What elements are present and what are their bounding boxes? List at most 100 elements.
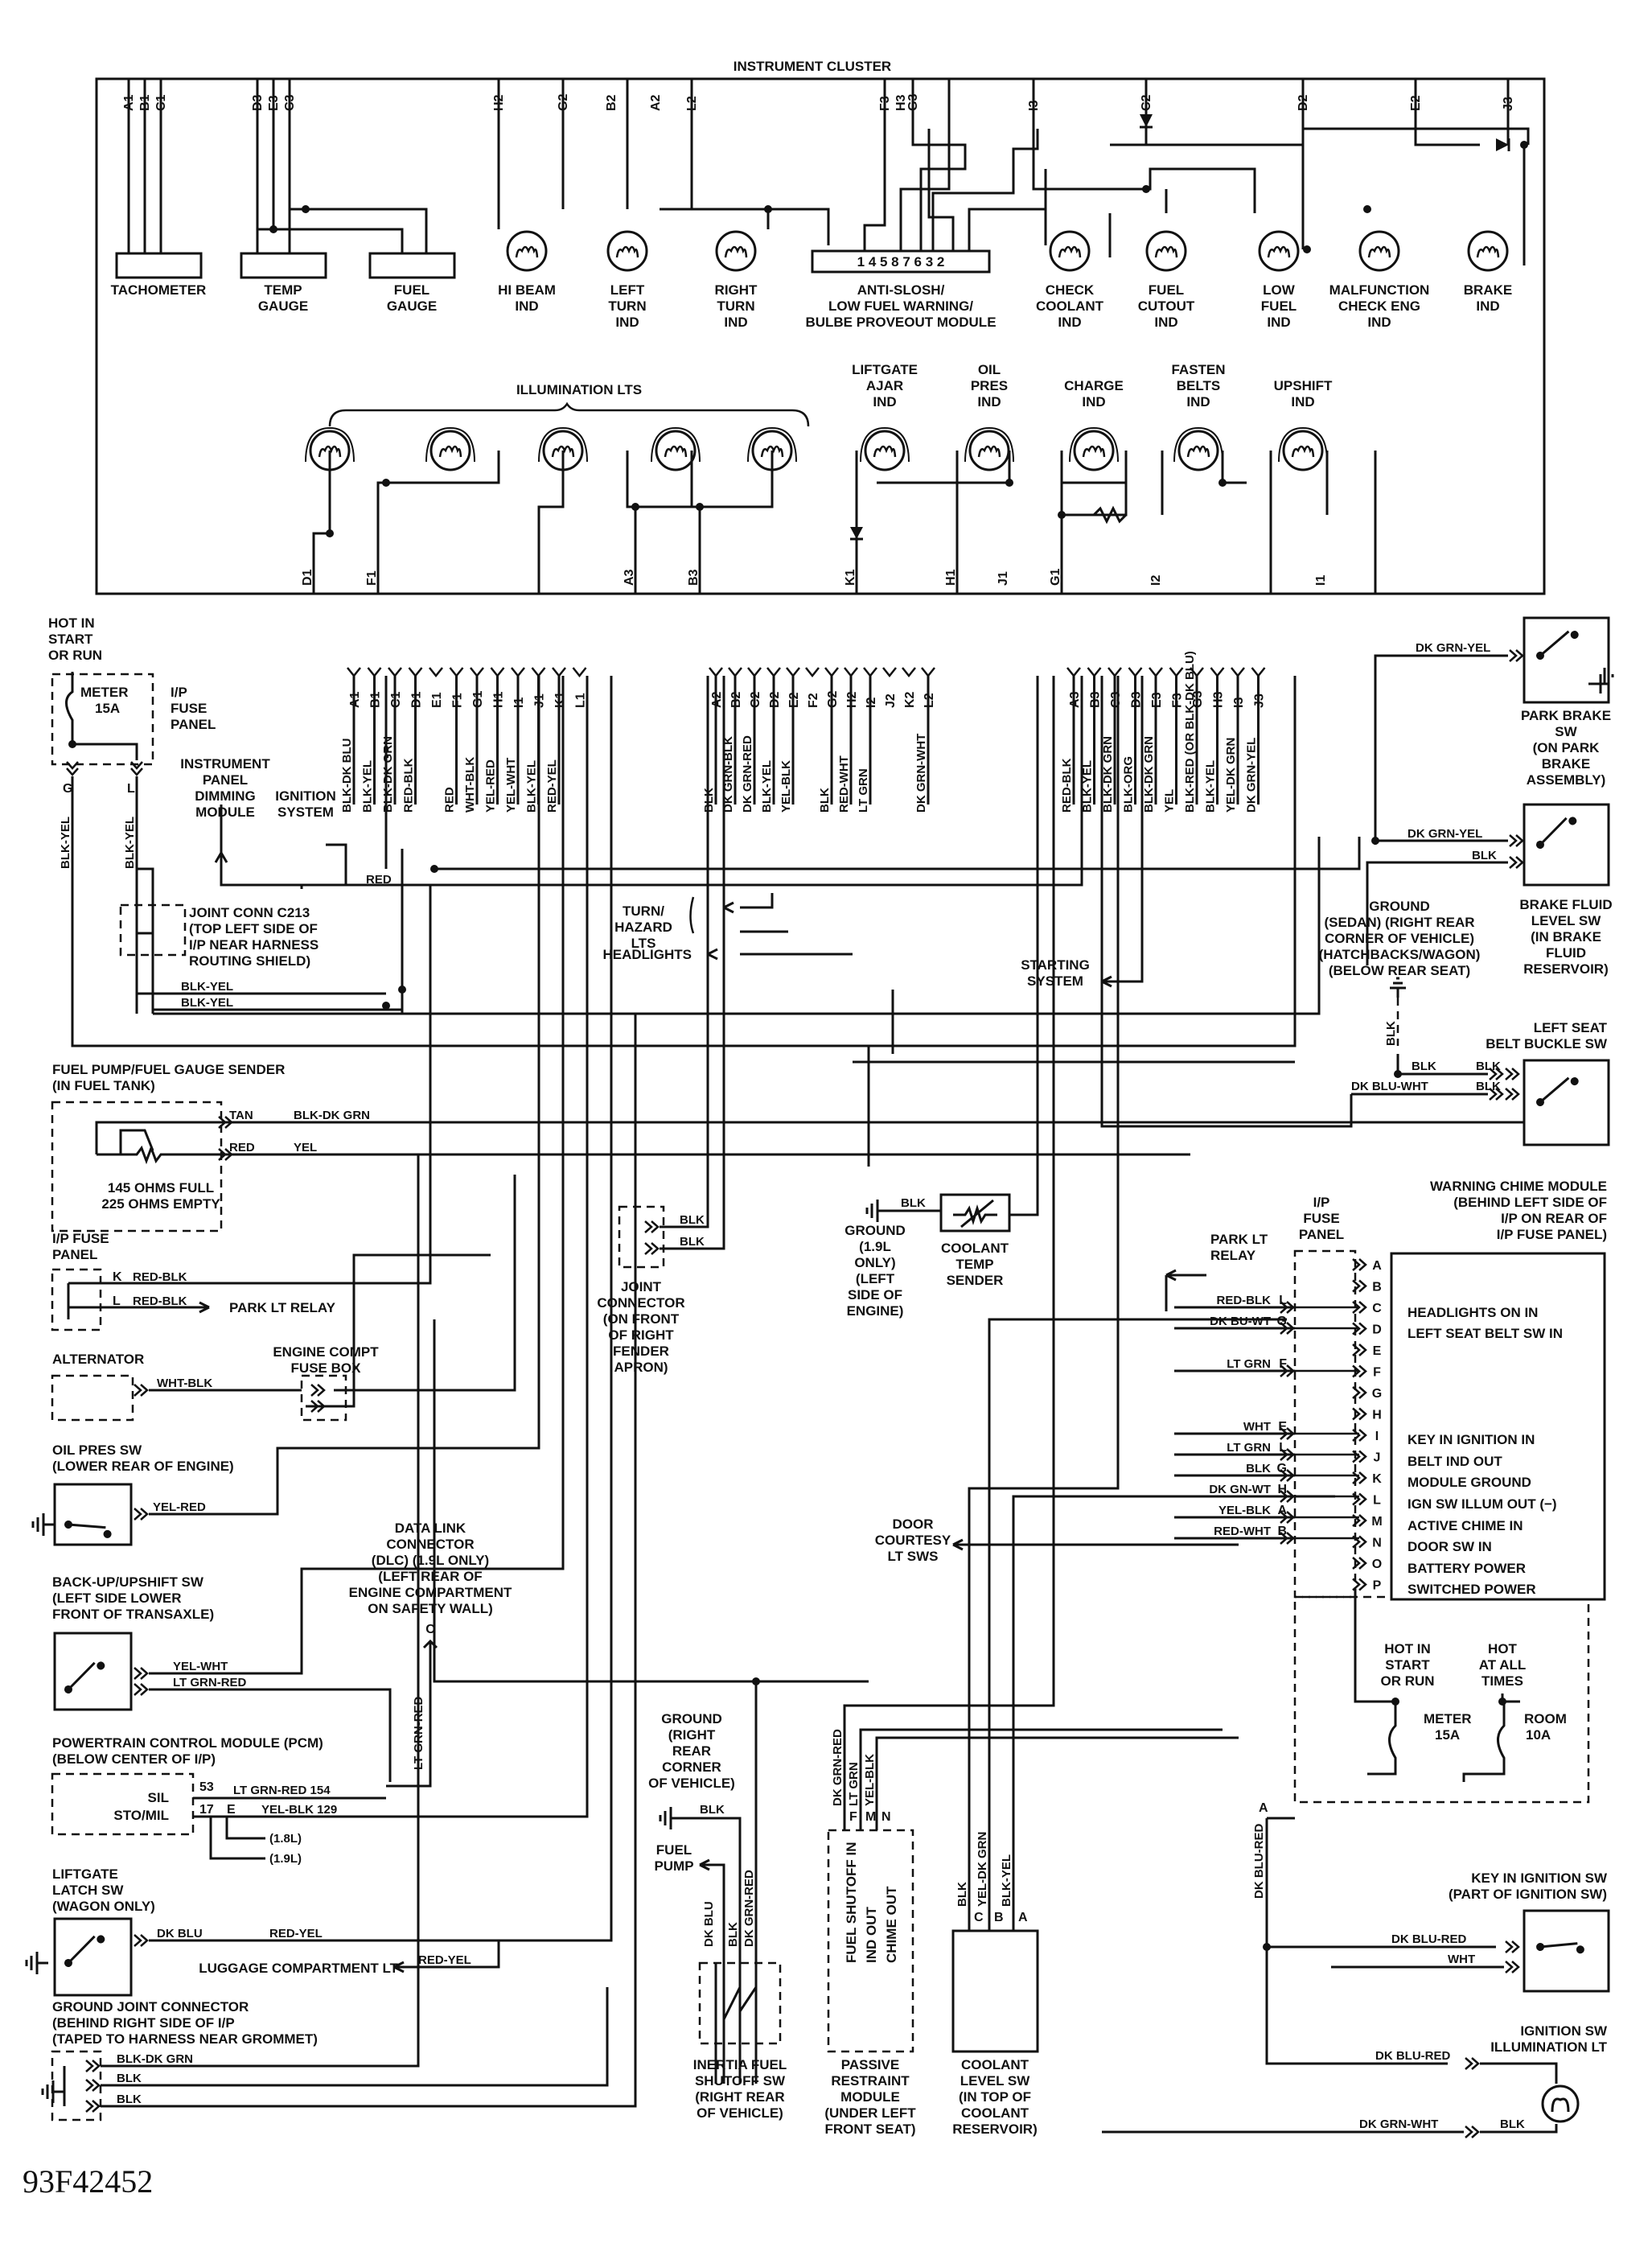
temp-gauge-label-2: GAUGE — [258, 298, 308, 314]
lower-indicator-label: IND — [1082, 394, 1105, 409]
lower-indicator-label: AJAR — [866, 378, 903, 393]
cl-title-5: RESERVOIR) — [952, 2121, 1038, 2137]
gjc-1: GROUND JOINT CONNECTOR — [52, 1999, 249, 2014]
upper-indicator-labels: HI BEAMINDLEFTTURNINDRIGHTTURNINDCHECKCO… — [498, 282, 1512, 330]
harness-group3-wire-label: BLK-ORG — [1122, 756, 1136, 813]
key-sw-2: (PART OF IGNITION SW) — [1449, 1887, 1607, 1902]
ip-fuse2-box — [51, 1268, 102, 1331]
harness-group2-connector — [747, 667, 762, 678]
chime-wire-pin: A — [1277, 1504, 1287, 1517]
harness-group1-wire-label: YEL-RED — [484, 759, 498, 813]
cluster-title: INSTRUMENT CLUSTER — [734, 59, 891, 74]
coolant-level-sw-box — [951, 1929, 1039, 2053]
pcm-box — [51, 1772, 195, 1836]
pcm-wire-1: LT GRN-RED 154 — [233, 1784, 331, 1797]
lower-indicator-label: OIL — [978, 362, 1001, 377]
park-brake-2: SW — [1555, 724, 1577, 739]
key-sw-wire-2: WHT — [1448, 1953, 1475, 1966]
harness-group1-wire-label: YEL-WHT — [504, 758, 518, 813]
figure-id: 93F42452 — [23, 2163, 153, 2200]
chime-letter: D — [1372, 1323, 1382, 1337]
pcm-note-1: (1.8L) — [269, 1832, 302, 1846]
cl-pin-a: A — [1018, 1911, 1028, 1924]
harness-group1-connector — [552, 667, 566, 678]
ip-fuse-panel-box — [51, 673, 154, 766]
pr-inner-2: IND OUT — [864, 1907, 879, 1964]
indicator-bulb-icon — [1467, 230, 1509, 272]
joint-conn-c213-box — [119, 903, 187, 957]
hot-run-3: OR RUN — [1380, 1673, 1434, 1689]
harness-group3-connector — [1251, 667, 1266, 678]
harness-group2-connector — [882, 667, 897, 678]
chime-fuse-1: I/P — [1313, 1195, 1330, 1210]
pr-wire-2: LT GRN — [847, 1762, 861, 1806]
harness-group3-connector — [1107, 667, 1122, 678]
pcm-sto: STO/MIL — [113, 1808, 169, 1823]
cl-title-3: (IN TOP OF — [959, 2089, 1031, 2105]
indicator-label: TURN — [717, 298, 754, 314]
chime-letter: P — [1373, 1579, 1382, 1593]
door-courtesy-1: DOOR — [893, 1517, 934, 1532]
harness-group1-connector — [572, 667, 587, 678]
pr-inner-1: FUEL SHUTOFF IN — [844, 1842, 859, 1964]
indicator-bulb-icon — [1145, 230, 1187, 272]
belt-wire-dkblu: DK BLU-WHT — [1351, 1080, 1428, 1093]
illum-wire-3: BLK — [1500, 2117, 1525, 2131]
indicator-label: FUEL — [1149, 282, 1184, 298]
engine-fuse-1: ENGINE COMPT — [273, 1344, 379, 1360]
indicator-label: IND — [1058, 315, 1081, 330]
inertia-wire-1: DK BLU — [702, 1901, 716, 1947]
harness-group3-connector — [1169, 667, 1184, 678]
pin-g: G — [63, 782, 72, 796]
harness-group1-connector — [429, 667, 443, 678]
pin-a: A — [1259, 1801, 1268, 1815]
chime-letter: G — [1372, 1387, 1382, 1401]
fender-wire-2: BLK — [680, 1235, 705, 1249]
harness-group3-wire-label: BLK-DK GRN — [1142, 736, 1156, 813]
cluster-pin-top: H3 — [894, 94, 908, 111]
ignition-system-1: IGNITION — [275, 788, 336, 804]
chime-wire-label: DK GN-WT — [1209, 1483, 1271, 1496]
turn-hazard-2: HAZARD — [614, 920, 672, 935]
gnd-sedan-1: GROUND — [1369, 899, 1430, 914]
gnd-rear-3: REAR — [672, 1743, 711, 1759]
gnd-sedan-3: CORNER OF VEHICLE) — [1325, 931, 1474, 946]
harness-group3-wire-label: BLK-RED (OR BLK-DK BLU) — [1183, 651, 1197, 813]
harness-group1-wire-label: RED — [443, 787, 457, 813]
cl-pin-b: B — [994, 1911, 1004, 1924]
chime-room-1: ROOM — [1524, 1711, 1567, 1726]
brake-fluid-1: BRAKE FLUID — [1519, 897, 1612, 912]
fuel-pump-2: PUMP — [654, 1858, 693, 1874]
seat-belt-2: BELT BUCKLE SW — [1486, 1036, 1608, 1051]
cl-title-1: COOLANT — [961, 2057, 1029, 2072]
backup-wire-1: YEL-WHT — [173, 1660, 228, 1673]
backup-2: (LEFT SIDE LOWER — [52, 1591, 182, 1606]
chime-connector-icon — [1351, 1578, 1367, 1591]
liftgate-2: LATCH SW — [52, 1883, 124, 1898]
hot-in-start-3: OR RUN — [48, 648, 102, 663]
cluster-pin-bottom: K1 — [844, 569, 857, 586]
ip-fuse-3: PANEL — [171, 717, 216, 732]
indicator-label: IND — [1476, 298, 1499, 314]
chime-letter: K — [1372, 1472, 1382, 1486]
gnd19-1: GROUND — [844, 1223, 906, 1238]
harness-group2-pin: J2 — [884, 693, 898, 708]
module-label-2: LOW FUEL WARNING/ — [828, 298, 973, 314]
chime-wire-pin: E — [1278, 1420, 1287, 1434]
chime-letter: E — [1373, 1344, 1382, 1358]
dk-blu-red-vert: DK BLU-RED — [1252, 1824, 1266, 1899]
pcm-wire-2: YEL-BLK 129 — [261, 1803, 337, 1817]
brake-fluid-wire-1: DK GRN-YEL — [1407, 827, 1482, 841]
ip-fuse2-2: PANEL — [52, 1247, 97, 1262]
ip-fuse2-l-wire: RED-BLK — [133, 1294, 187, 1308]
gjc-2: (BEHIND RIGHT SIDE OF I/P — [52, 2015, 235, 2031]
park-brake-wire: DK GRN-YEL — [1416, 641, 1490, 655]
pcm-1: POWERTRAIN CONTROL MODULE (PCM) — [52, 1735, 323, 1751]
park-brake-1: PARK BRAKE — [1521, 708, 1611, 723]
ip-fuse2-k: K — [113, 1270, 122, 1284]
indicator-label: CHECK ENG — [1338, 298, 1420, 314]
chime-letter: C — [1372, 1302, 1382, 1315]
blk-yel-h2: BLK-YEL — [181, 996, 233, 1010]
module-label-1: ANTI-SLOSH/ — [857, 282, 945, 298]
